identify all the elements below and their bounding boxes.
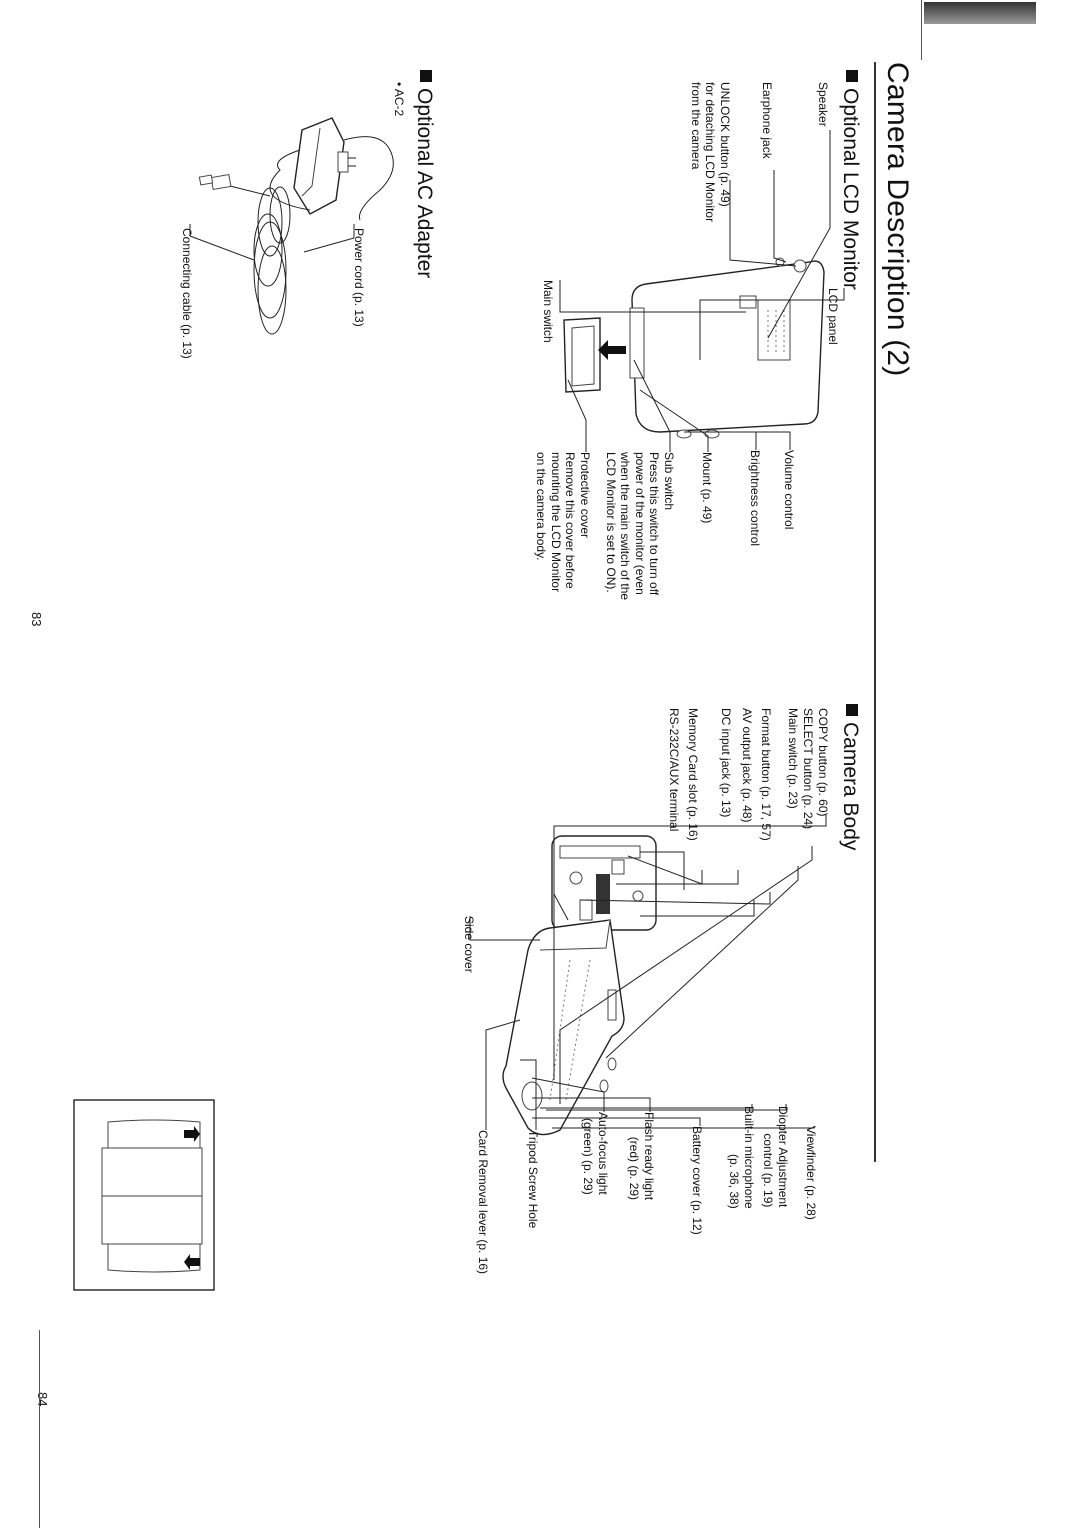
down-arrow-icon	[184, 1254, 200, 1270]
lcd-monitor-illustration	[559, 130, 845, 452]
ac-adapter-illustration	[189, 117, 394, 335]
camera-body-illustration	[469, 814, 827, 1136]
up-arrow-icon	[184, 1126, 200, 1142]
foldout-illustration	[73, 1099, 215, 1291]
